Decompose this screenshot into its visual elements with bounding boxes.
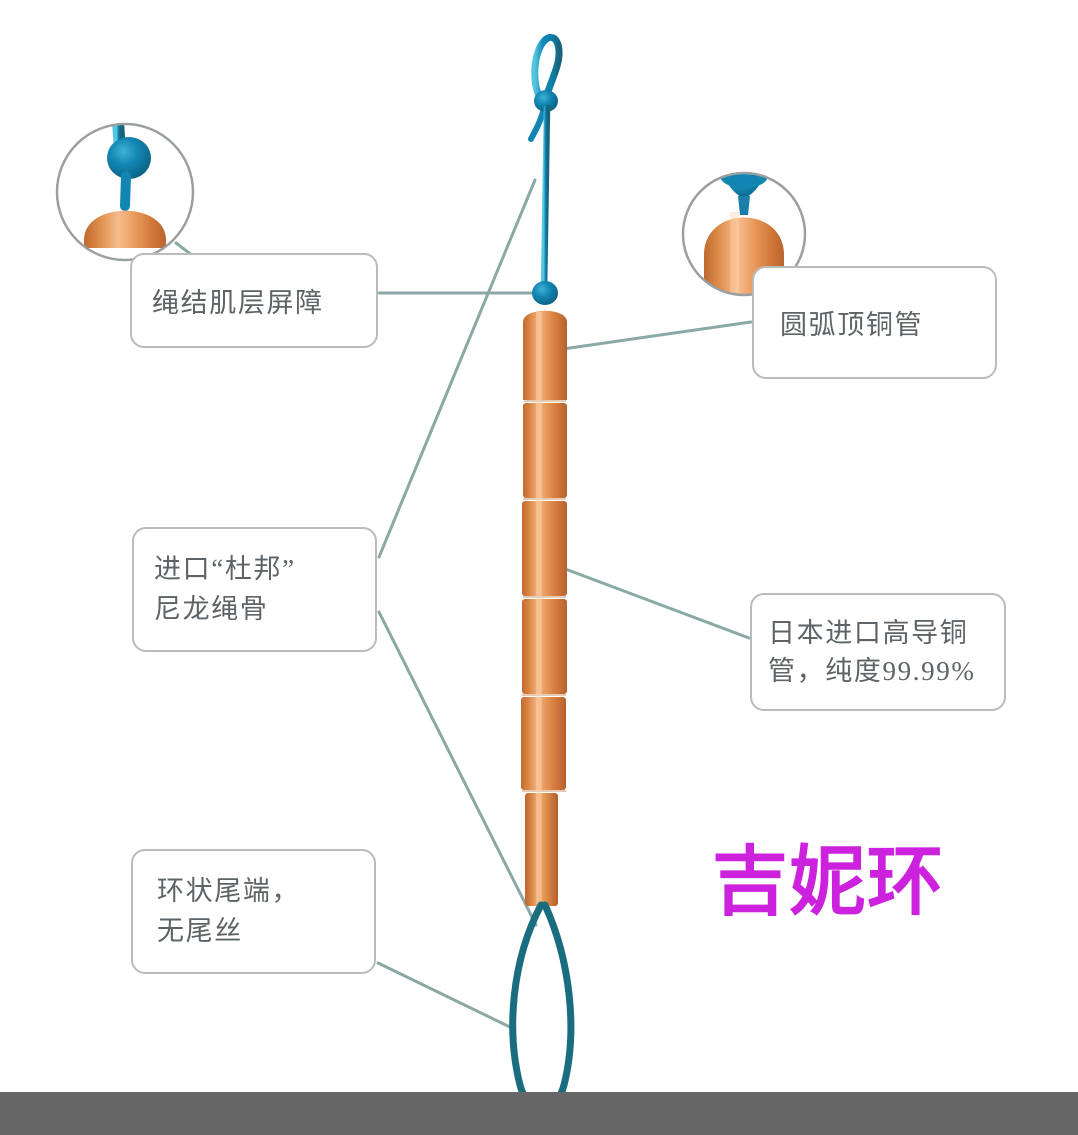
thread-upper-knot: [534, 90, 558, 112]
callout-line: 绳结肌层屏障: [152, 288, 324, 318]
callout-knot-muscle-barrier[interactable]: 绳结肌层屏障: [130, 253, 378, 348]
nylon-thread-top: [528, 34, 563, 296]
magnifier-knot-dome: [84, 210, 166, 248]
leader-line-nylon-lower: [377, 610, 538, 927]
copper-segment-4: [522, 599, 567, 694]
callout-japan-copper-tube[interactable]: 日本进口高导铜 管，纯度99.99%: [750, 593, 1006, 711]
callout-line: 环状尾端，: [157, 876, 301, 907]
copper-segment-1: [523, 310, 567, 400]
callout-dupont-nylon-cord[interactable]: 进口“杜邦” 尼龙绳骨: [132, 527, 377, 652]
callout-line: 圆弧顶铜管: [780, 310, 924, 340]
magnifier-knot: [55, 122, 195, 262]
leader-line-ring-tail: [376, 961, 514, 1030]
copper-segment-6: [525, 793, 558, 906]
callout-line: 管，纯度99.99%: [768, 656, 976, 686]
thread-bottom-loop: [509, 901, 575, 1112]
callout-line: 无尾丝: [157, 915, 243, 946]
callout-line: 进口“杜邦”: [154, 554, 296, 585]
magnifier-knot-ring: [55, 122, 195, 262]
bottom-gray-band: [0, 1092, 1078, 1135]
callout-line: 尼龙绳骨: [154, 593, 269, 624]
leader-line-japan-copper: [558, 565, 751, 640]
magnifier-knot-bead: [107, 137, 151, 179]
brand-wordmark: 吉妮环: [712, 840, 945, 925]
thread-lower-knot: [532, 281, 558, 305]
thread-shaft: [540, 104, 551, 296]
copper-segment-3: [522, 501, 567, 596]
callout-ring-tail-no-thread[interactable]: 环状尾端， 无尾丝: [131, 849, 376, 974]
leader-line-nylon-upper: [377, 178, 537, 559]
copper-highlight: [536, 312, 542, 904]
copper-tube-assembly: [521, 310, 567, 906]
thread-top-loop: [531, 34, 563, 109]
leader-lines: [174, 178, 792, 1030]
copper-segment-2: [523, 403, 567, 498]
copper-segment-5: [521, 697, 566, 790]
magnifier-dome-ring: [681, 171, 807, 297]
leader-line-arc-top: [554, 320, 753, 352]
callout-line: 日本进口高导铜: [768, 617, 969, 648]
callout-arc-top-copper-tube[interactable]: 圆弧顶铜管: [752, 266, 997, 379]
magnifier-dome: [681, 171, 807, 297]
